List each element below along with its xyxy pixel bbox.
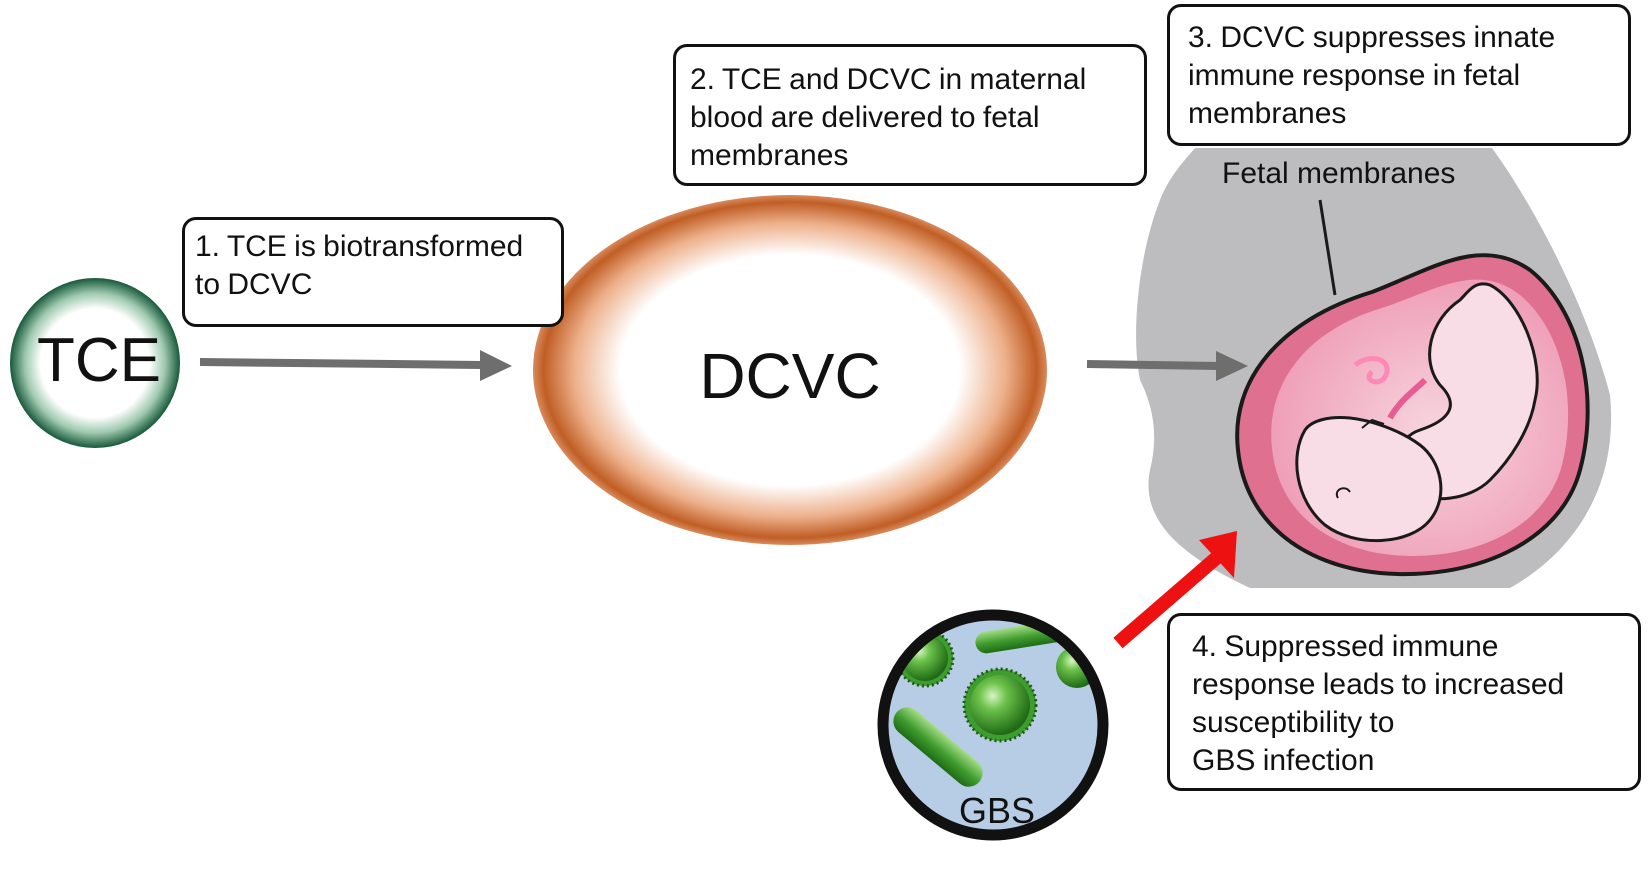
step-4-callout: 4. Suppressed immune response leads to i…	[1167, 613, 1641, 791]
bacterium-coccus-large	[962, 667, 1038, 743]
dcvc-label: DCVC	[699, 340, 881, 412]
step-1-callout: 1. TCE is biotransformed to DCVC	[182, 217, 564, 327]
step-3-callout: 3. DCVC suppresses innate immune respons…	[1167, 4, 1631, 146]
arrow-gbs-to-membranes	[1113, 531, 1237, 649]
bacterium-rod-bottom	[893, 707, 983, 787]
dcvc-node	[533, 195, 1047, 545]
arrow-tce-to-dcvc	[199, 350, 512, 381]
step-2-callout: 2. TCE and DCVC in maternal blood are de…	[673, 44, 1147, 186]
fetus-in-womb-illustration	[1235, 253, 1590, 577]
gbs-node	[877, 609, 1109, 841]
fetal-membranes-pointer	[1318, 199, 1337, 296]
tce-node	[10, 278, 180, 448]
arrow-dcvc-to-membranes	[1086, 351, 1248, 381]
gbs-label: GBS	[958, 790, 1036, 831]
fetal-membranes-label: Fetal membranes	[1222, 157, 1456, 190]
tce-label: TCE	[37, 326, 161, 395]
